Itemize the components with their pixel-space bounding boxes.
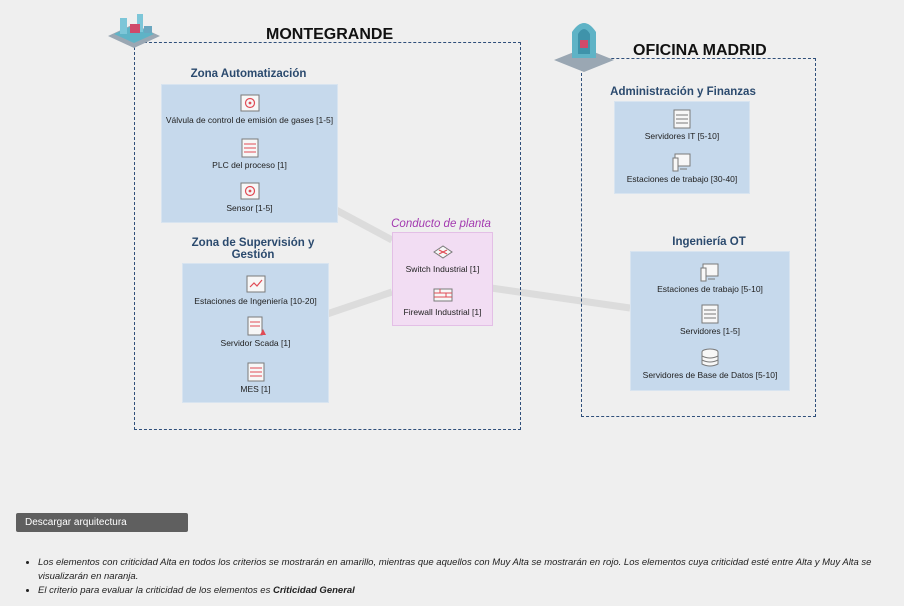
- asset-label: Firewall Industrial [1]: [403, 307, 482, 317]
- link-supervision-conduit: [325, 288, 394, 318]
- site-title-montegrande: MONTEGRANDE: [266, 26, 394, 43]
- asset-label: Servidores [1-5]: [680, 326, 740, 336]
- engineering-station-icon: [246, 275, 265, 293]
- server-icon: [673, 109, 691, 129]
- asset-label: Servidor Scada [1]: [220, 338, 291, 348]
- site-title-madrid: OFICINA MADRID: [633, 42, 767, 59]
- note-emphasis: Criticidad General: [272, 585, 355, 596]
- asset-label: Válvula de control de emisión de gases […: [165, 115, 334, 125]
- asset-label: PLC del proceso [1]: [212, 160, 287, 170]
- asset-servidores-ot[interactable]: Servidores [1-5]: [631, 304, 789, 336]
- asset-firewall-industrial[interactable]: Firewall Industrial [1]: [393, 285, 492, 317]
- site-montegrande-border: [134, 42, 521, 430]
- asset-mes[interactable]: MES [1]: [183, 362, 328, 394]
- asset-valvula[interactable]: Válvula de control de emisión de gases […: [164, 93, 335, 125]
- asset-label: Servidores de Base de Datos [5-10]: [642, 370, 778, 380]
- asset-estaciones-trabajo-admin[interactable]: Estaciones de trabajo [30-40]: [615, 152, 749, 184]
- zone-title-supervision: Zona de Supervisión y Gestión: [191, 237, 315, 261]
- plc-icon: [241, 138, 258, 158]
- asset-label: Servidores IT [5-10]: [644, 131, 720, 141]
- asset-estaciones-ingenieria[interactable]: Estaciones de Ingeniería [10-20]: [183, 274, 328, 306]
- note-item: Los elementos con criticidad Alta en tod…: [38, 556, 904, 584]
- zone-automatizacion[interactable]: Válvula de control de emisión de gases […: [161, 84, 338, 223]
- zone-title-automatizacion: Zona Automatización: [190, 68, 307, 80]
- factory-icon: [108, 14, 160, 48]
- asset-estaciones-trabajo-ot[interactable]: Estaciones de trabajo [5-10]: [631, 262, 789, 294]
- conduit-planta[interactable]: Switch Industrial [1] Firewall Industria…: [392, 232, 493, 326]
- asset-label: Estaciones de trabajo [30-40]: [626, 174, 738, 184]
- asset-label: Switch Industrial [1]: [405, 264, 480, 274]
- download-architecture-button[interactable]: Descargar arquitectura: [16, 513, 188, 532]
- link-conduit-ingenieria-ot: [490, 284, 631, 312]
- sensor-icon: [240, 182, 259, 200]
- asset-sensor[interactable]: Sensor [1-5]: [164, 181, 335, 213]
- server-icon: [701, 304, 719, 324]
- site-madrid-border: [581, 58, 816, 417]
- scada-server-icon: [247, 316, 266, 336]
- asset-label: Estaciones de Ingeniería [10-20]: [194, 296, 317, 306]
- valve-icon: [240, 94, 259, 112]
- zone-ingenieria-ot[interactable]: Estaciones de trabajo [5-10] Servidores …: [630, 251, 790, 391]
- note-text: El criterio para evaluar la criticidad d…: [38, 585, 273, 596]
- asset-label: Estaciones de trabajo [5-10]: [657, 284, 763, 294]
- workstation-icon: [700, 263, 719, 282]
- zone-title-administracion: Administración y Finanzas: [610, 86, 756, 98]
- asset-label: MES [1]: [240, 384, 271, 394]
- zone-supervision[interactable]: Estaciones de Ingeniería [10-20] Servido…: [182, 263, 329, 403]
- note-item: El criterio para evaluar la criticidad d…: [38, 584, 904, 598]
- firewall-icon: [433, 288, 452, 302]
- office-building-icon: [554, 23, 614, 72]
- asset-plc[interactable]: PLC del proceso [1]: [164, 138, 335, 170]
- workstation-icon: [672, 153, 691, 172]
- zone-title-ingenieria-ot: Ingeniería OT: [672, 236, 746, 248]
- zone-administracion[interactable]: Servidores IT [5-10] Estaciones de traba…: [614, 101, 750, 194]
- conduit-title: Conducto de planta: [391, 218, 491, 230]
- note-text: Los elementos con criticidad Alta en tod…: [38, 557, 872, 582]
- asset-switch-industrial[interactable]: Switch Industrial [1]: [393, 242, 492, 274]
- asset-label: Sensor [1-5]: [226, 203, 273, 213]
- mes-server-icon: [247, 362, 264, 382]
- criticality-notes: Los elementos con criticidad Alta en tod…: [24, 556, 904, 598]
- asset-servidores-bd[interactable]: Servidores de Base de Datos [5-10]: [631, 348, 789, 380]
- link-automatizacion-conduit: [334, 206, 394, 244]
- asset-servidores-it[interactable]: Servidores IT [5-10]: [615, 109, 749, 141]
- database-icon: [701, 348, 719, 367]
- switch-icon: [432, 245, 453, 259]
- asset-servidor-scada[interactable]: Servidor Scada [1]: [183, 316, 328, 348]
